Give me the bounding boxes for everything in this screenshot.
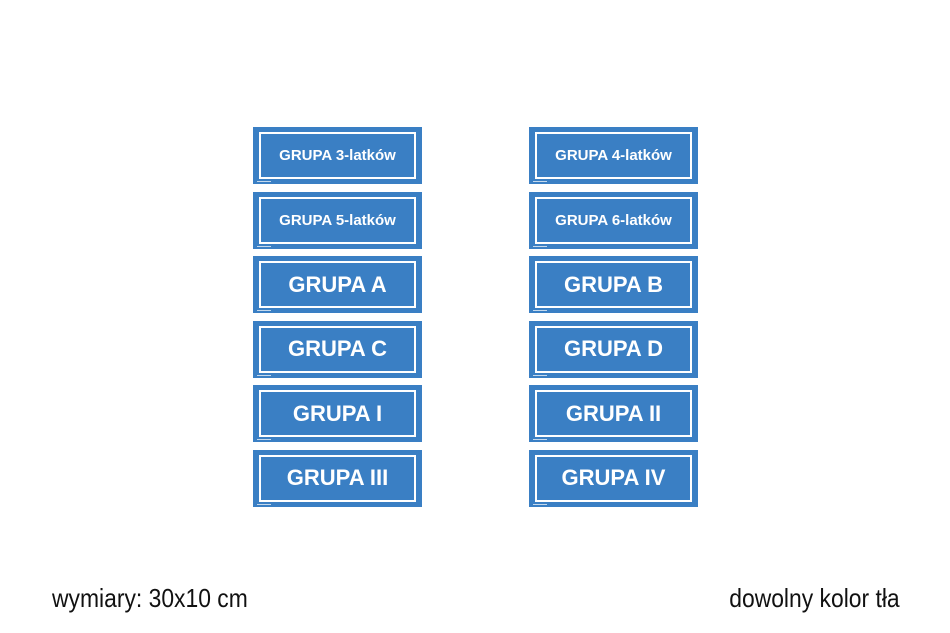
- sign-grupa-3-latkow[interactable]: GRUPA 3-latków: [253, 127, 422, 184]
- sign-frame: GRUPA C: [259, 325, 416, 373]
- sign-frame: GRUPA 3-latków: [259, 132, 416, 179]
- sign-mark: [533, 310, 547, 311]
- sign-grupa-ii[interactable]: GRUPA II: [529, 385, 698, 442]
- sign-label: GRUPA III: [286, 465, 389, 490]
- sign-mark: [533, 181, 547, 182]
- sign-grupa-5-latkow[interactable]: GRUPA 5-latków: [253, 191, 422, 249]
- sign-grupa-c[interactable]: GRUPA C: [253, 320, 422, 378]
- sign-frame: GRUPA D: [535, 325, 692, 373]
- sign-label: GRUPA B: [564, 271, 663, 297]
- sign-mark: [533, 374, 547, 376]
- sign-mark: [257, 374, 271, 376]
- sign-frame: GRUPA B: [535, 261, 692, 308]
- sign-label: GRUPA 4-latków: [555, 147, 672, 164]
- sign-grupa-a[interactable]: GRUPA A: [253, 256, 422, 313]
- sign-frame: GRUPA I: [259, 390, 416, 437]
- sign-label: GRUPA 3-latków: [279, 147, 396, 164]
- left-sign-column: GRUPA 3-latków GRUPA 5-latków GRUPA A GR…: [253, 127, 422, 514]
- sign-frame: GRUPA II: [535, 390, 692, 437]
- sign-label: GRUPA II: [565, 400, 662, 426]
- sign-grupa-b[interactable]: GRUPA B: [529, 256, 698, 313]
- dimensions-text: wymiary: 30x10 cm: [52, 583, 248, 613]
- sign-mark: [533, 245, 547, 247]
- right-sign-column: GRUPA 4-latków GRUPA 6-latków GRUPA B GR…: [529, 127, 698, 514]
- color-note-text: dowolny kolor tła: [729, 583, 900, 613]
- sign-grupa-6-latkow[interactable]: GRUPA 6-latków: [529, 191, 698, 249]
- sign-grupa-iii[interactable]: GRUPA III: [253, 449, 422, 507]
- sign-frame: GRUPA IV: [535, 454, 692, 502]
- sign-mark: [257, 181, 271, 182]
- sign-label: GRUPA 6-latków: [555, 211, 672, 229]
- sign-frame: GRUPA 5-latków: [259, 196, 416, 244]
- sign-frame: GRUPA A: [259, 261, 416, 308]
- sign-mark: [257, 439, 271, 440]
- sign-mark: [257, 503, 271, 505]
- sign-grupa-4-latkow[interactable]: GRUPA 4-latków: [529, 127, 698, 184]
- sign-label: GRUPA A: [288, 271, 387, 297]
- sign-label: GRUPA D: [564, 336, 663, 361]
- sign-mark: [533, 503, 547, 505]
- sign-grupa-i[interactable]: GRUPA I: [253, 385, 422, 442]
- sign-grupa-d[interactable]: GRUPA D: [529, 320, 698, 378]
- sign-frame: GRUPA 6-latków: [535, 196, 692, 244]
- sign-frame: GRUPA III: [259, 454, 416, 502]
- sign-label: GRUPA 5-latków: [279, 211, 396, 229]
- sign-label: GRUPA IV: [561, 465, 666, 490]
- sign-frame: GRUPA 4-latków: [535, 132, 692, 179]
- sign-label: GRUPA I: [292, 400, 383, 426]
- sign-mark: [533, 439, 547, 440]
- sign-mark: [257, 245, 271, 247]
- sign-mark: [257, 310, 271, 311]
- sign-label: GRUPA C: [288, 336, 387, 361]
- sign-grupa-iv[interactable]: GRUPA IV: [529, 449, 698, 507]
